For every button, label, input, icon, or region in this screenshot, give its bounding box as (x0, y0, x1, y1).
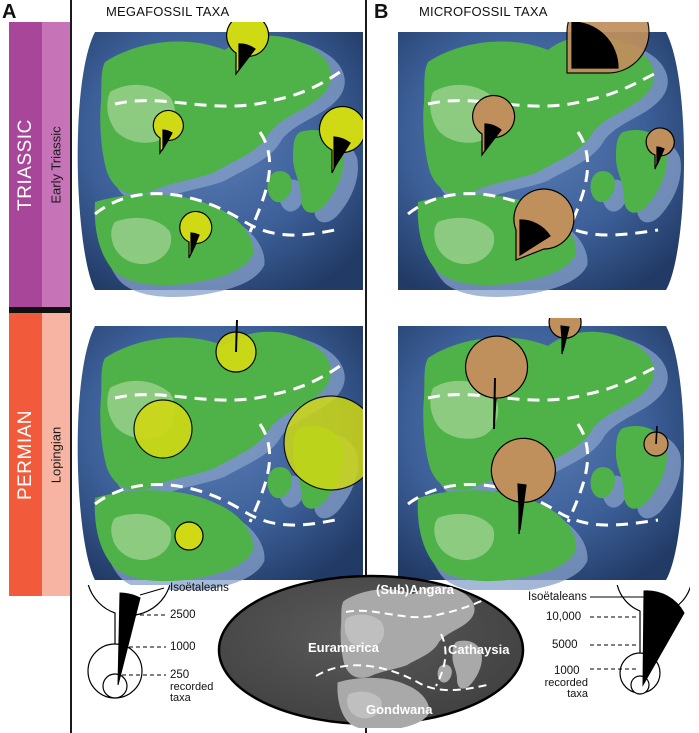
epoch-label-lopingian: Lopingian (48, 426, 64, 483)
legend-microfossil-scale (590, 585, 690, 695)
region-euramerica: Euramerica (308, 640, 380, 655)
epoch-bar-early-triassic: Early Triassic (42, 22, 70, 307)
map-megafossil-triassic (77, 22, 363, 297)
legend-b-value-10000: 10,000 (546, 611, 582, 623)
legend-a-value-250: 250 (170, 669, 190, 681)
separator-left (70, 0, 72, 733)
period-bar-triassic: TRIASSIC (9, 22, 42, 307)
panel-letter-a: A (2, 1, 17, 23)
map-megafossil-permian (77, 319, 363, 590)
region-cathaysia: Cathaysia (448, 642, 510, 657)
panel-title-microfossil: MICROFOSSIL TAXA (419, 4, 548, 19)
epoch-bar-lopingian: Lopingian (42, 313, 70, 596)
legend-b-value-5000: 5000 (552, 639, 578, 651)
period-label-permian: PERMIAN (14, 409, 36, 500)
overview-map: (Sub)Angara Euramerica Cathaysia Gondwan… (217, 574, 525, 728)
period-boundary (9, 307, 70, 313)
map-microfossil-triassic (398, 22, 685, 297)
legend-a-unit: recorded taxa (170, 681, 214, 704)
region-sub-angara: (Sub)Angara (376, 582, 455, 597)
legend-a-value-2500: 2500 (170, 609, 196, 621)
legend-a-value-1000: 1000 (170, 641, 196, 653)
legend-megafossil-scale (87, 585, 170, 699)
legend-b-value-1000: 1000 (554, 665, 580, 677)
epoch-label-early-triassic: Early Triassic (48, 125, 64, 204)
legend-b-isoetaleans: Isoëtaleans (528, 591, 587, 603)
separator-middle (365, 0, 367, 733)
legend-b-unit: recorded taxa (544, 677, 588, 700)
period-bar-permian: PERMIAN (9, 313, 42, 596)
legend-a-isoetaleans: Isoëtaleans (170, 582, 229, 594)
panel-title-megafossil: MEGAFOSSIL TAXA (106, 4, 230, 19)
panel-letter-b: B (374, 1, 389, 23)
map-microfossil-permian (398, 318, 685, 590)
period-label-triassic: TRIASSIC (14, 118, 36, 211)
region-gondwana: Gondwana (366, 702, 433, 717)
